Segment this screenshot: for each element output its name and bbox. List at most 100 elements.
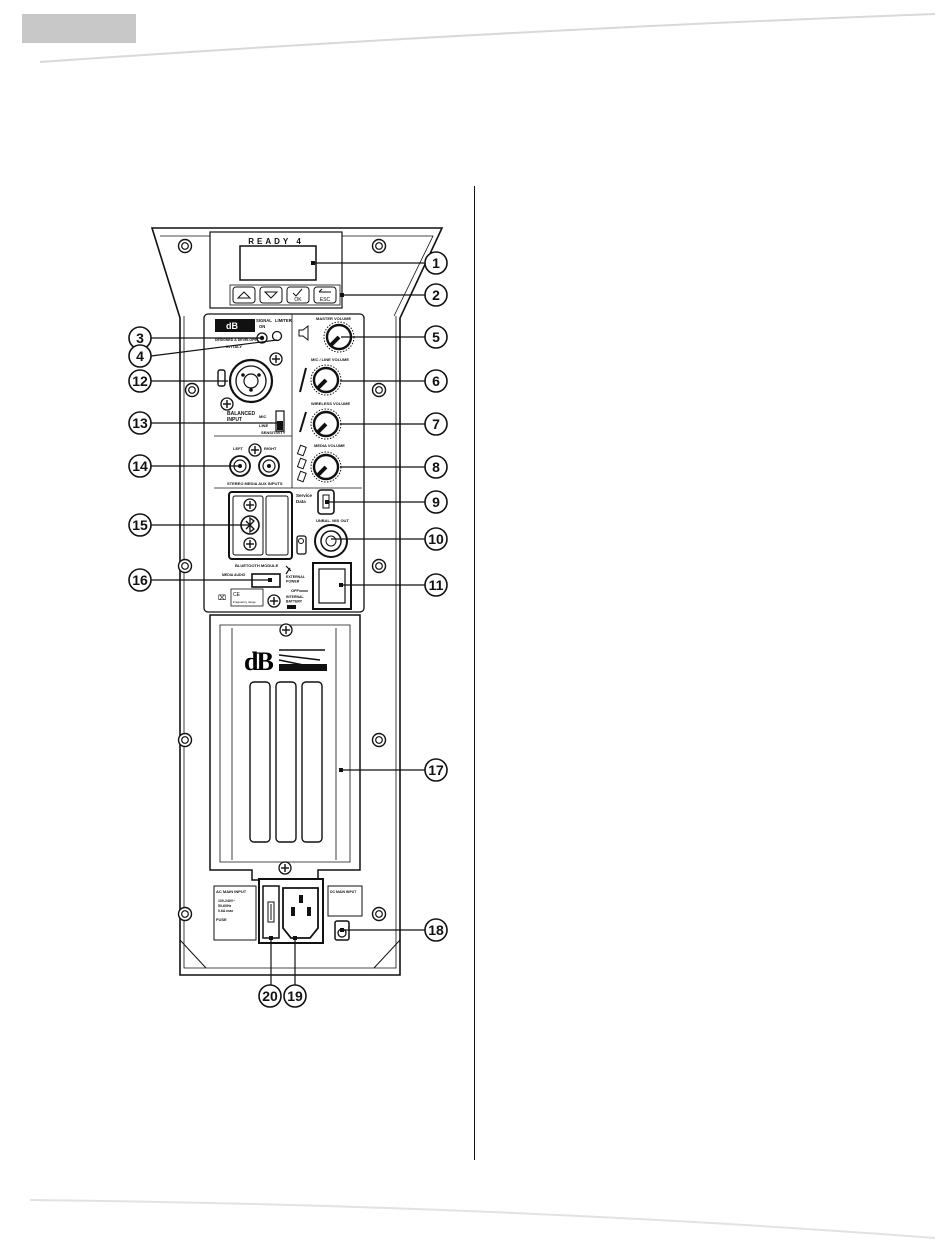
callout-18: 18	[424, 918, 448, 942]
screw-plus-icon	[267, 594, 281, 608]
screw-icon	[177, 906, 193, 922]
callout-number: 10	[428, 531, 444, 547]
bluetooth-module-label: BLUETOOTH MODULE	[235, 563, 279, 568]
off-label: OFF	[291, 588, 300, 593]
media-audio-label: MEDIA AUDIO	[222, 573, 246, 577]
stereo-media-label: STEREO MEDIA AUX INPUTS	[227, 481, 283, 486]
screw-icon	[371, 732, 387, 748]
svg-text:dB: dB	[244, 647, 273, 676]
media-volume-knob[interactable]	[309, 450, 343, 484]
mic-line-volume-knob[interactable]	[309, 363, 343, 397]
callout-number: 4	[136, 348, 144, 364]
xlr-latch	[217, 369, 226, 387]
callout-10: 10	[424, 527, 448, 551]
screw-icon	[177, 732, 193, 748]
callout-6: 6	[424, 369, 448, 393]
screw-plus-icon	[269, 352, 283, 366]
screw-icon	[177, 558, 193, 574]
callout-number: 15	[132, 517, 148, 533]
callout-8: 8	[424, 455, 448, 479]
callout-number: 11	[429, 577, 444, 593]
callout-number: 5	[432, 329, 440, 345]
fuse-holder[interactable]	[262, 885, 280, 939]
left-label: LEFT	[233, 446, 244, 451]
callout-14: 14	[128, 454, 152, 478]
rca-right-input[interactable]	[258, 455, 280, 477]
lcd-screen	[239, 245, 317, 281]
callout-2: 2	[424, 283, 448, 307]
leader-dots	[268, 261, 344, 940]
screw-plus-icon	[248, 443, 262, 457]
down-button[interactable]	[259, 286, 283, 304]
callout-number: 12	[132, 373, 148, 389]
callout-number: 16	[132, 572, 148, 588]
callout-number: 20	[262, 988, 278, 1004]
callout-number: 2	[432, 287, 440, 303]
callout-7: 7	[424, 412, 448, 436]
right-label: RIGHT	[264, 446, 277, 451]
ce-mark: CE Frequency range	[230, 588, 264, 607]
mix-out-jack[interactable]	[314, 524, 348, 558]
callout-20: 20	[258, 984, 282, 1008]
callout-17: 17	[424, 758, 448, 782]
callout-number: 1	[432, 255, 440, 271]
brand-badge: dB	[215, 319, 255, 332]
callout-number: 14	[132, 458, 148, 474]
screw-plus-icon	[220, 397, 234, 411]
callout-number: 3	[136, 330, 144, 346]
svg-text:ESC: ESC	[320, 297, 331, 303]
screw-icon	[371, 906, 387, 922]
header-rule	[39, 13, 936, 63]
limiter-led-icon	[271, 330, 283, 342]
screw-icon	[371, 558, 387, 574]
callout-1: 1	[424, 251, 448, 275]
ok-button[interactable]: OK	[286, 286, 310, 304]
callout-number: 13	[132, 415, 148, 431]
sensitivity-label: SENSITIVITY	[261, 430, 286, 435]
screw-icon	[371, 382, 387, 398]
on-label: ON	[259, 324, 265, 329]
designed-text: DESIGNED & DEVELOPED	[215, 338, 260, 342]
callout-3: 3	[128, 326, 152, 350]
wireless-mic-icon	[299, 411, 307, 433]
callout-5: 5	[424, 325, 448, 349]
microphone-icon	[299, 367, 307, 393]
up-button[interactable]	[232, 286, 256, 304]
callout-number: 7	[432, 416, 440, 432]
wireless-volume-label: WIRELESS VOLUME	[311, 401, 350, 406]
wireless-volume-knob[interactable]	[309, 407, 343, 441]
leader-lines	[150, 262, 425, 985]
callout-number: 8	[432, 459, 440, 475]
callout-4: 4	[128, 344, 152, 368]
ac-info-plate	[213, 885, 257, 941]
media-volume-label: MEDIA VOLUME	[314, 443, 345, 448]
display-logo: READY 4	[248, 237, 304, 246]
esc-button[interactable]: ESC	[313, 286, 337, 304]
callout-9: 9	[424, 490, 448, 514]
column-divider	[474, 186, 475, 1160]
sensitivity-switch[interactable]	[275, 410, 285, 432]
mix-out-label: UNBAL. MIX OUT	[316, 518, 349, 523]
media-device-icon	[296, 444, 307, 483]
brand-logo: dB	[244, 647, 327, 676]
outer-frame	[150, 227, 444, 976]
battery-icon	[287, 605, 296, 609]
callout-11: 11	[424, 573, 448, 597]
fuse-label: FUSE	[216, 917, 227, 922]
ac-main-input-label: AC MAIN INPUT	[216, 889, 247, 894]
dc-main-input-label: DC MAIN INPUT	[330, 890, 357, 894]
weee-bin-icon: ⌧	[218, 594, 226, 602]
combo-xlr-input[interactable]	[228, 358, 274, 404]
power-switch[interactable]	[312, 562, 352, 610]
power-plug-icon	[285, 565, 292, 575]
svg-text:CE: CE	[233, 592, 241, 598]
signal-label: SIGNAL	[256, 318, 272, 323]
iec-power-inlet[interactable]	[282, 887, 319, 939]
